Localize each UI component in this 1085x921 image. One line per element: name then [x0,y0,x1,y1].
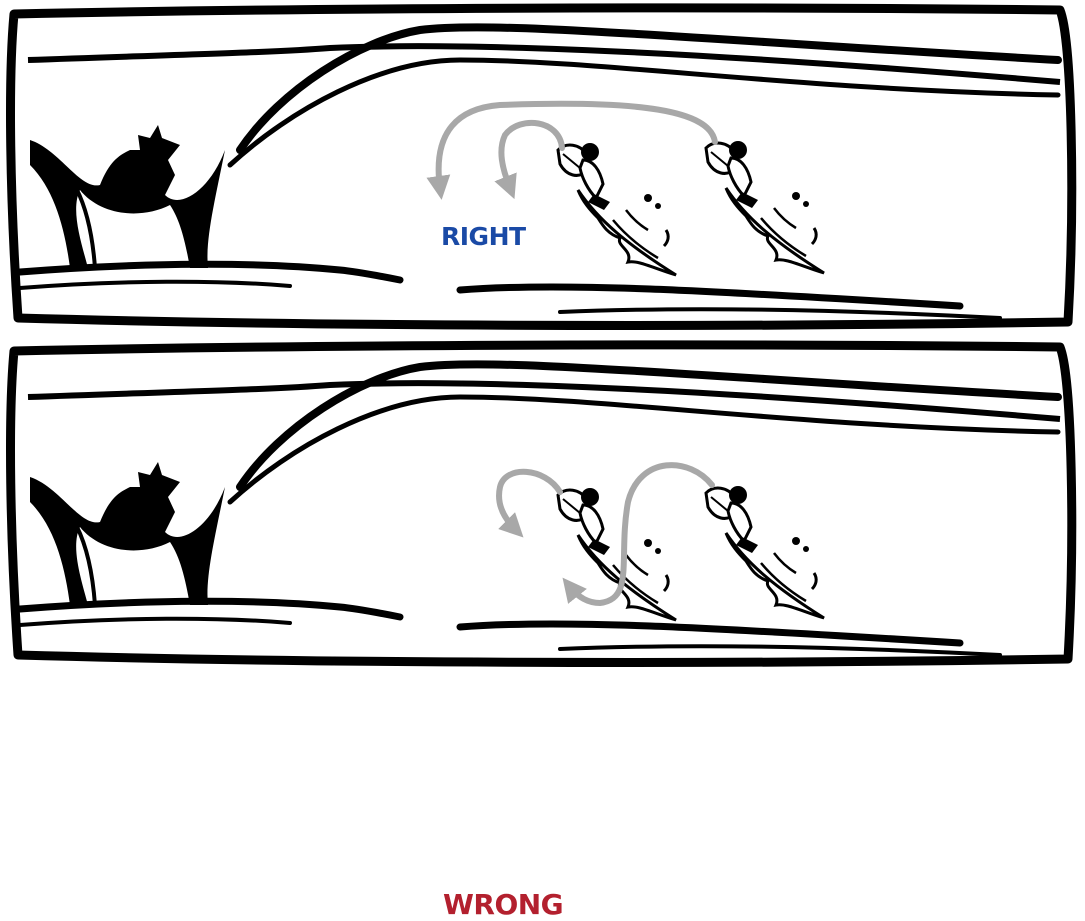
arrow-crossing [562,462,715,607]
wave-scene-wrong [0,337,1085,675]
arrow-long [426,100,718,200]
wrong-panel: WRONG [0,337,1085,921]
wave-illustration [11,8,1072,326]
surfer-right [704,139,826,275]
wave-scene-right [0,0,1085,337]
surfer-left [556,141,678,277]
wave-illustration [11,345,1072,663]
right-label: RIGHT [441,222,526,251]
wrong-label: WRONG [443,888,564,921]
arrow-short [496,468,563,538]
arrow-short [494,119,565,200]
surfer-right [704,484,826,620]
right-panel: RIGHT [0,0,1085,337]
surfer-left [556,486,678,622]
